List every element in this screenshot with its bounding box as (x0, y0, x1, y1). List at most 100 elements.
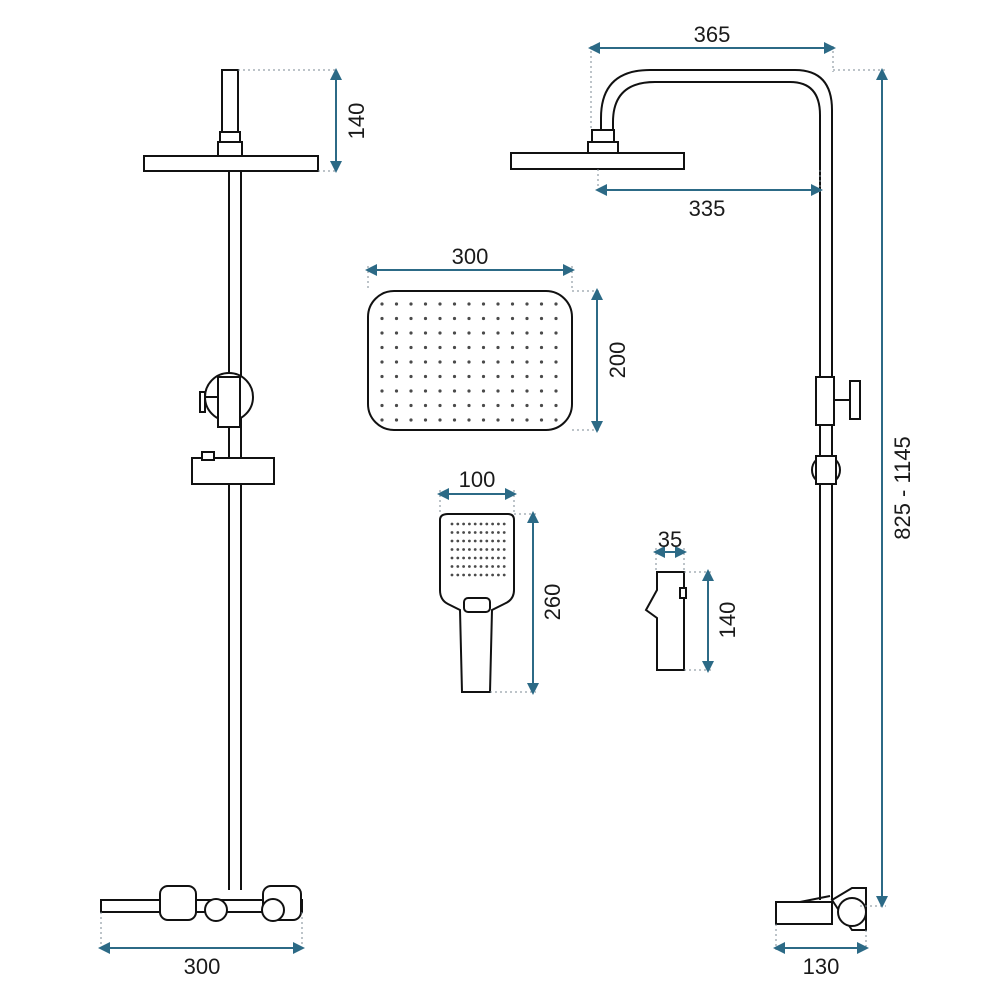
nozzle-dot (423, 389, 428, 393)
dim-label-arm-reach: 365 (694, 22, 731, 47)
nozzle-dot (510, 345, 515, 350)
nozzle-dot (539, 374, 544, 379)
rain-head-nozzle-grid (380, 302, 558, 422)
nozzle-dot (438, 360, 442, 364)
nozzle-dot (462, 531, 465, 534)
nozzle-dot (409, 360, 413, 364)
nozzle-dot (496, 374, 500, 379)
nozzle-dot (485, 548, 489, 551)
nozzle-dot (539, 418, 544, 422)
nozzle-dot (473, 565, 477, 568)
nozzle-dot (468, 539, 471, 543)
nozzle-dot (481, 389, 486, 393)
nozzle-dot (423, 316, 428, 321)
nozzle-dot (491, 531, 494, 534)
nozzle-dot (491, 539, 494, 543)
nozzle-dot (450, 539, 454, 543)
nozzle-dot (525, 418, 529, 422)
dim-label-holder-width: 35 (658, 527, 682, 552)
nozzle-dot (409, 374, 413, 379)
nozzle-dot (481, 302, 486, 306)
nozzle-dot (497, 539, 500, 543)
nozzle-dot (485, 531, 489, 534)
nozzle-dot (510, 302, 515, 306)
rain-head-plate (367, 290, 573, 431)
nozzle-dot (481, 345, 486, 350)
nozzle-dot (491, 565, 494, 568)
nozzle-dot (462, 573, 465, 577)
nozzle-dot (452, 331, 457, 335)
nozzle-dot (462, 548, 465, 551)
nozzle-dot (468, 565, 471, 568)
nozzle-dot (525, 302, 529, 306)
dim-label-hand-shower-length: 260 (540, 584, 565, 621)
nozzle-dot (473, 531, 477, 534)
nozzle-dot (481, 374, 486, 379)
nozzle-dot (525, 345, 529, 350)
nozzle-dot (497, 565, 500, 568)
nozzle-dot (539, 403, 544, 408)
nozzle-dot (473, 573, 477, 577)
nozzle-dot (473, 556, 477, 560)
nozzle-dot (496, 316, 500, 321)
nozzle-dot (438, 345, 442, 350)
nozzle-dot (462, 522, 465, 526)
nozzle-dot (462, 556, 465, 560)
front-top-stub (221, 69, 239, 133)
nozzle-dot (485, 556, 489, 560)
nozzle-dot (497, 573, 500, 577)
nozzle-dot (380, 418, 384, 422)
nozzle-dot (496, 418, 500, 422)
nozzle-dot (481, 360, 486, 364)
nozzle-dot (450, 556, 454, 560)
nozzle-dot (491, 573, 494, 577)
nozzle-dot (450, 548, 454, 551)
nozzle-dot (456, 539, 460, 543)
nozzle-dot (497, 522, 500, 526)
nozzle-dot (394, 302, 399, 306)
front-view: 140 300 (98, 68, 369, 979)
nozzle-dot (452, 316, 457, 321)
side-shower-arm (600, 69, 833, 900)
nozzle-dot (497, 548, 500, 551)
nozzle-dot (539, 360, 544, 364)
nozzle-dot (438, 403, 442, 408)
nozzle-dot (481, 316, 486, 321)
nozzle-dot (496, 389, 500, 393)
nozzle-dot (456, 556, 460, 560)
nozzle-dot (510, 389, 515, 393)
nozzle-dot (502, 565, 506, 568)
nozzle-dot (525, 316, 529, 321)
nozzle-dot (468, 573, 471, 577)
nozzle-dot (479, 522, 483, 526)
nozzle-dot (496, 345, 500, 350)
nozzle-dot (525, 374, 529, 379)
nozzle-dot (452, 389, 457, 393)
dim-label-arm-height: 140 (344, 103, 369, 140)
hand-shower-button (463, 597, 491, 613)
nozzle-dot (479, 573, 483, 577)
nozzle-dot (468, 556, 471, 560)
holder-body (644, 571, 685, 671)
nozzle-dot (485, 522, 489, 526)
nozzle-dot (473, 548, 477, 551)
dim-label-rain-head-width: 300 (452, 244, 489, 269)
nozzle-dot (510, 374, 515, 379)
nozzle-dot (539, 389, 544, 393)
nozzle-dot (510, 403, 515, 408)
nozzle-dot (525, 331, 529, 335)
nozzle-dot (423, 360, 428, 364)
nozzle-dot (468, 548, 471, 551)
nozzle-dot (502, 548, 506, 551)
nozzle-dot (502, 556, 506, 560)
nozzle-dot (380, 374, 384, 379)
nozzle-dot (409, 302, 413, 306)
nozzle-dot (510, 418, 515, 422)
nozzle-dot (438, 316, 442, 321)
nozzle-dot (554, 345, 558, 350)
nozzle-dot (456, 548, 460, 551)
nozzle-dot (479, 565, 483, 568)
nozzle-dot (479, 548, 483, 551)
nozzle-dot (554, 316, 558, 321)
dim-label-hand-shower-width: 100 (459, 467, 496, 492)
